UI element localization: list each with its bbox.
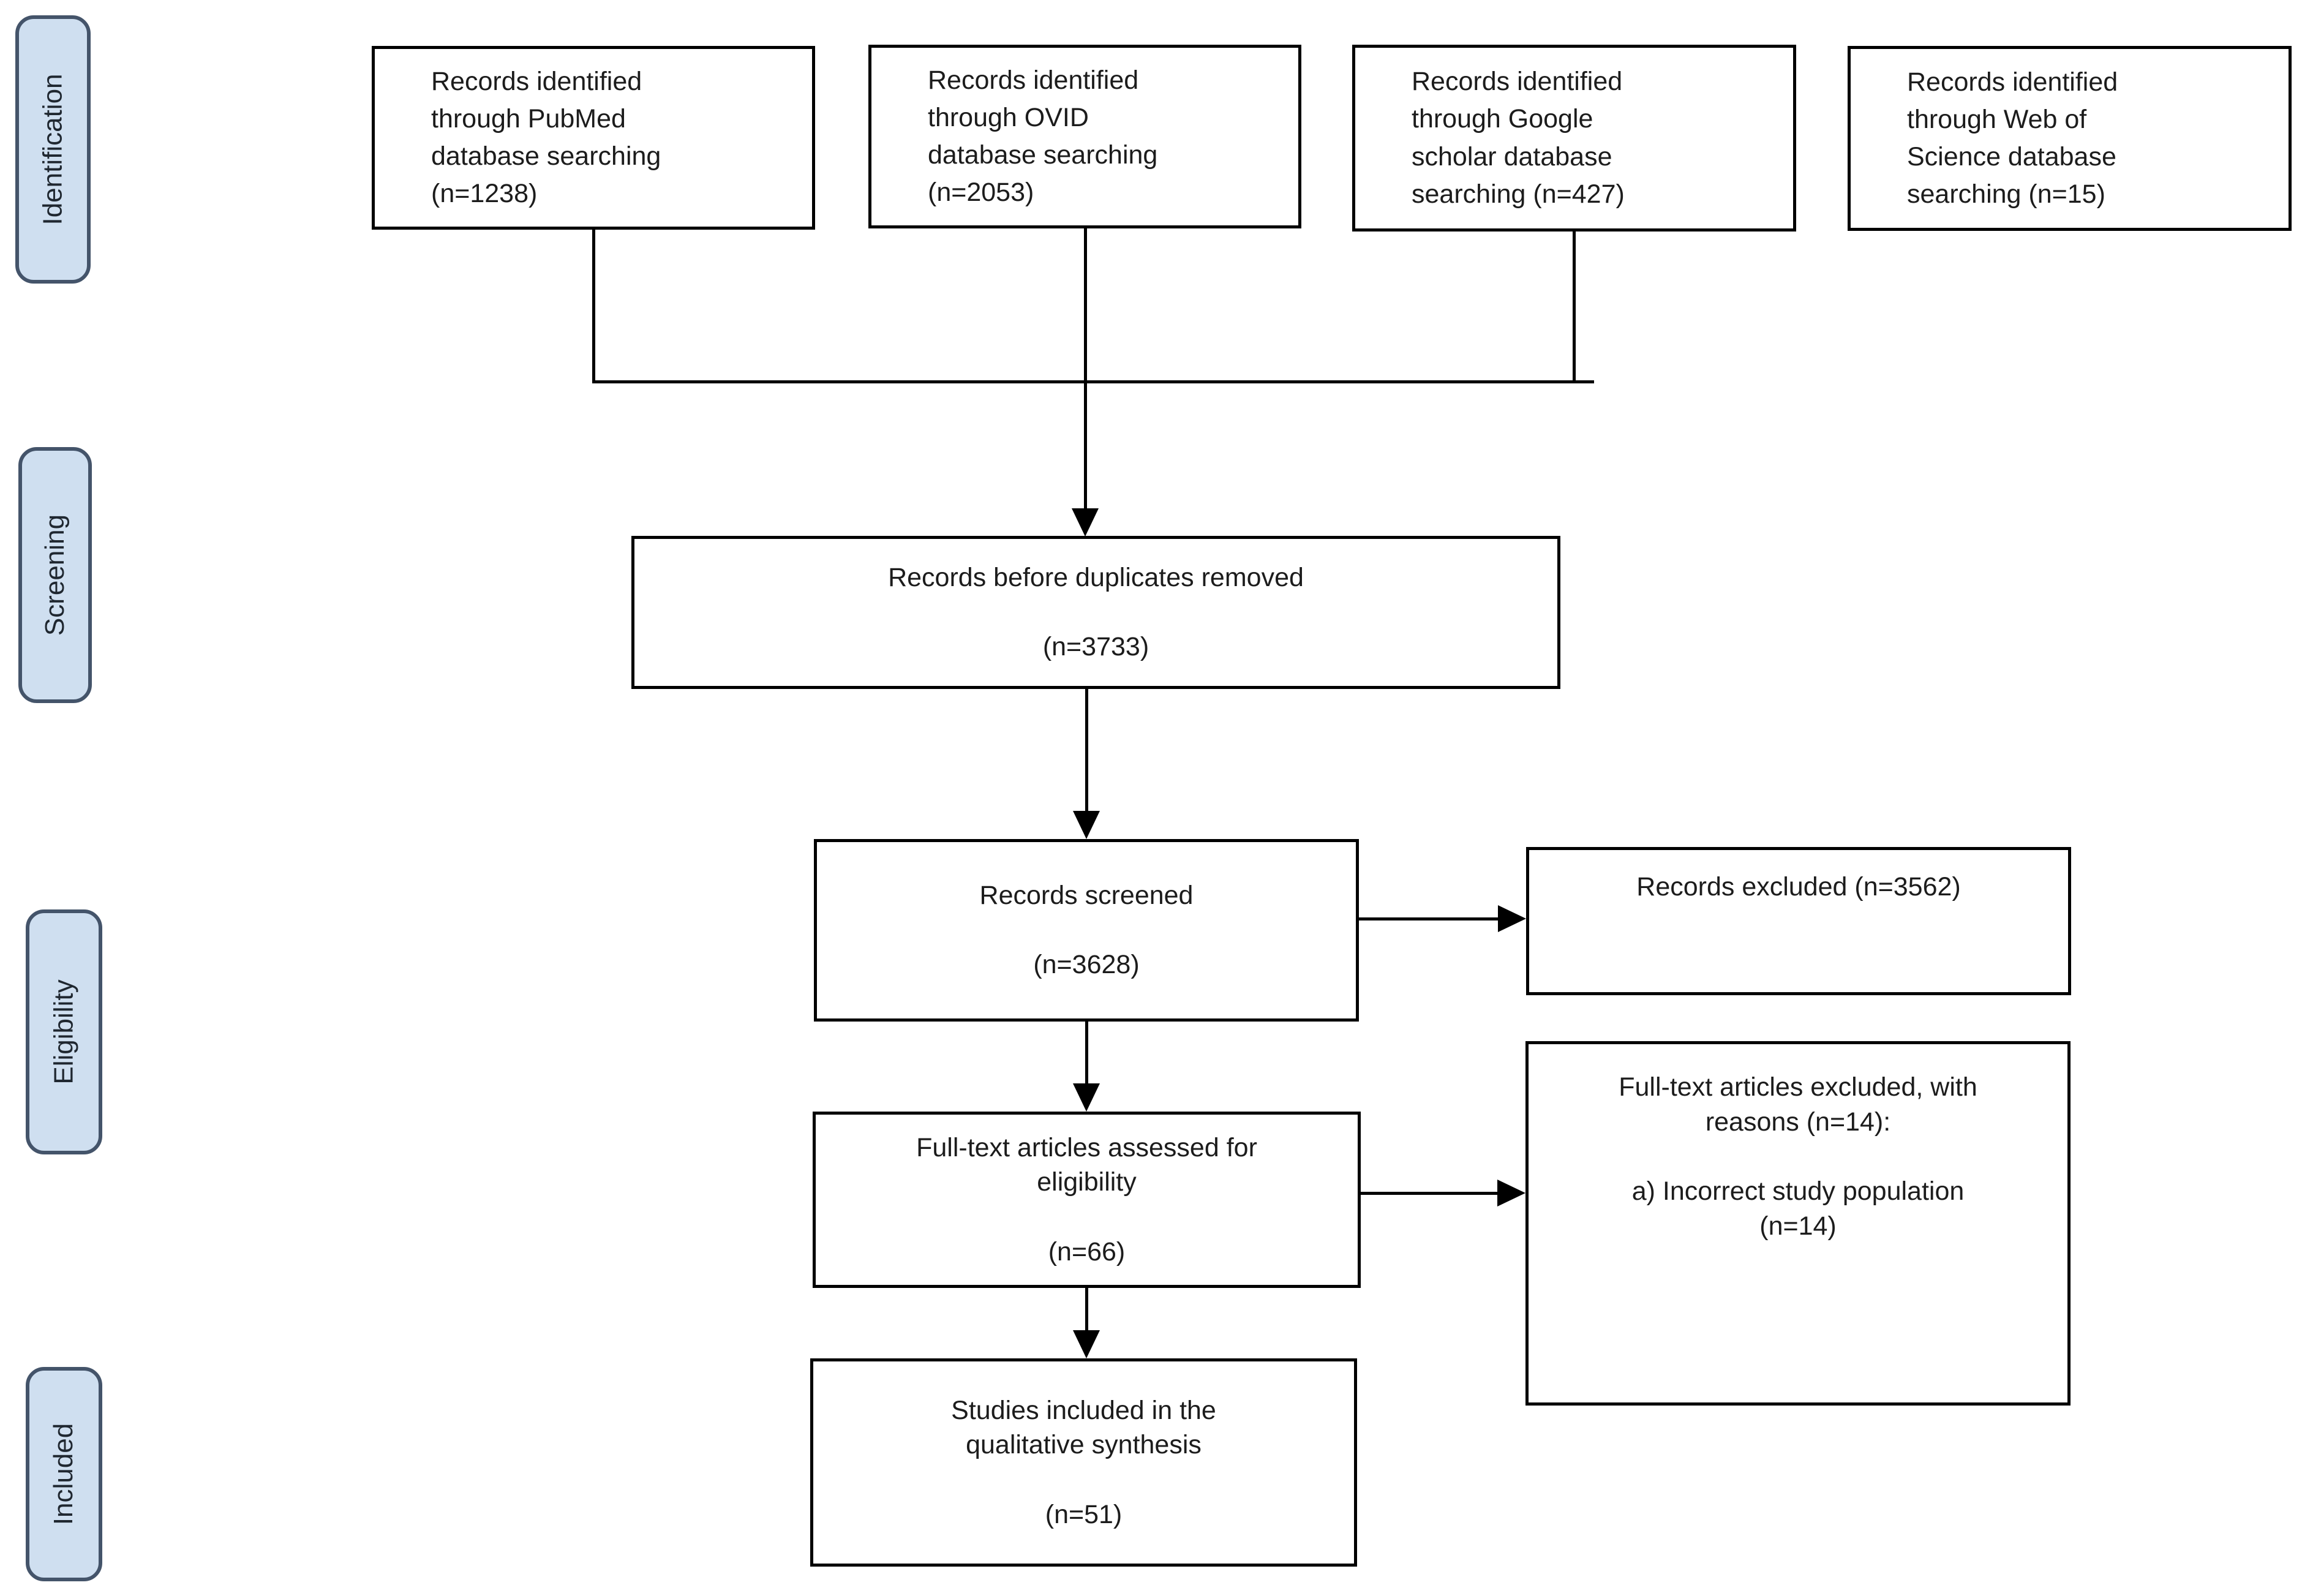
arrowhead-to-fulltext (1073, 1083, 1100, 1112)
stage-included-label: Included (48, 1423, 79, 1526)
box-records-web-of-science-text: Records identified through Web of Scienc… (1907, 67, 2118, 209)
box-before-duplicates-text: Records before duplicates removed (n=373… (888, 562, 1304, 662)
box-before-duplicates: Records before duplicates removed (n=373… (631, 536, 1560, 689)
arrowhead-to-fulltext-excluded (1497, 1180, 1525, 1206)
box-records-pubmed: Records identified through PubMed databa… (372, 46, 815, 230)
box-fulltext-assessed: Full-text articles assessed for eligibil… (813, 1112, 1361, 1288)
connector-pubmed-down (592, 230, 595, 382)
arrowhead-to-screened (1073, 811, 1100, 839)
connector-merge-horizontal (592, 380, 1594, 383)
arrowhead-to-duplicates (1072, 508, 1099, 536)
connector-google-down (1573, 231, 1576, 383)
box-records-excluded: Records excluded (n=3562) (1526, 847, 2071, 995)
stage-screening-label: Screening (40, 514, 70, 636)
box-records-ovid: Records identified through OVID database… (868, 45, 1301, 228)
connector-screened-to-excluded (1359, 917, 1499, 920)
arrowhead-to-included (1073, 1330, 1100, 1358)
connector-fulltext-to-included (1085, 1288, 1088, 1331)
box-records-pubmed-text: Records identified through PubMed databa… (431, 66, 661, 209)
box-studies-included-text: Studies included in the qualitative synt… (951, 1395, 1216, 1529)
box-fulltext-excluded: Full-text articles excluded, with reason… (1525, 1041, 2071, 1406)
stage-eligibility-label: Eligibility (48, 979, 79, 1085)
connector-center-down (1084, 228, 1087, 510)
connector-screened-to-fulltext (1085, 1022, 1088, 1084)
connector-fulltext-to-excluded (1361, 1192, 1498, 1195)
box-records-google-scholar: Records identified through Google schola… (1352, 45, 1796, 231)
box-studies-included: Studies included in the qualitative synt… (810, 1358, 1357, 1567)
stage-identification-label: Identification (37, 73, 68, 225)
box-records-screened-text: Records screened (n=3628) (979, 880, 1194, 980)
box-fulltext-excluded-text: Full-text articles excluded, with reason… (1619, 1072, 1977, 1241)
box-fulltext-assessed-text: Full-text articles assessed for eligibil… (916, 1132, 1257, 1267)
stage-identification: Identification (15, 15, 91, 284)
box-records-google-scholar-text: Records identified through Google schola… (1412, 67, 1625, 209)
box-records-web-of-science: Records identified through Web of Scienc… (1848, 46, 2292, 231)
stage-screening: Screening (18, 447, 92, 703)
box-records-excluded-text: Records excluded (n=3562) (1636, 872, 1961, 902)
arrowhead-to-records-excluded (1498, 905, 1526, 932)
connector-duplicates-to-screened (1085, 689, 1088, 811)
box-records-screened: Records screened (n=3628) (814, 839, 1359, 1022)
stage-included: Included (26, 1367, 102, 1581)
box-records-ovid-text: Records identified through OVID database… (928, 65, 1158, 208)
stage-eligibility: Eligibility (26, 909, 102, 1154)
